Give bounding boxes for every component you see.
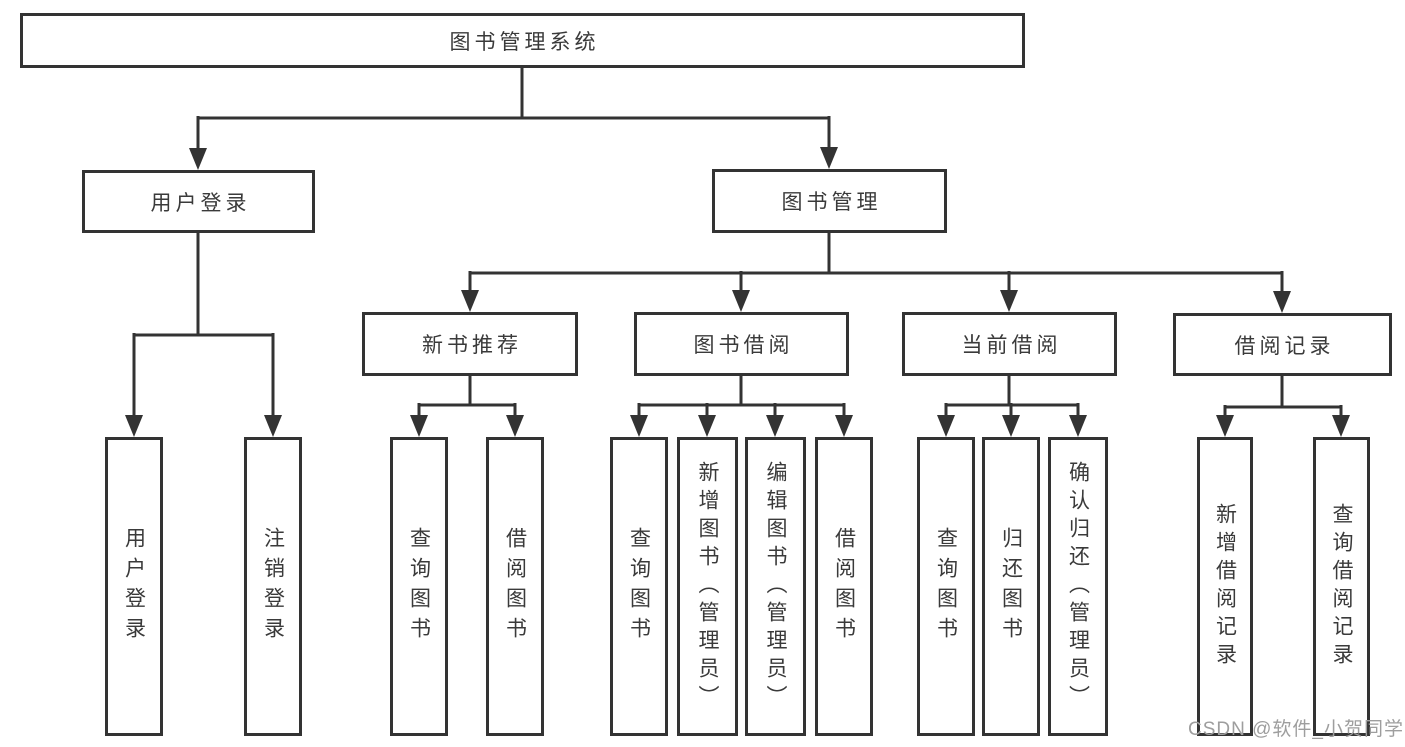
connector-book-borrow-children bbox=[630, 376, 853, 437]
leaf-confirm-return-admin: 确认归还（管理员） bbox=[1048, 437, 1108, 736]
node-user-login: 用户登录 bbox=[82, 170, 315, 233]
leaf-edit-books-admin: 编辑图书（管理员） bbox=[745, 437, 806, 736]
watermark: CSDN @软件_小贺同学 bbox=[1188, 719, 1404, 740]
node-current-borrow: 当前借阅 bbox=[902, 312, 1117, 376]
node-new-book-recommend: 新书推荐 bbox=[362, 312, 578, 376]
leaf-borrow-books-recommend: 借阅图书 bbox=[486, 437, 544, 736]
connector-book-management-children bbox=[461, 233, 1291, 313]
node-borrow-records: 借阅记录 bbox=[1173, 313, 1392, 376]
leaf-add-books-admin: 新增图书（管理员） bbox=[677, 437, 738, 736]
leaf-borrow-books: 借阅图书 bbox=[815, 437, 873, 736]
connector-borrow-records-children bbox=[1216, 376, 1350, 437]
node-root: 图书管理系统 bbox=[20, 13, 1025, 68]
leaf-return-books: 归还图书 bbox=[982, 437, 1040, 736]
connector-current-borrow-children bbox=[937, 376, 1087, 437]
leaf-user-login: 用户登录 bbox=[105, 437, 163, 736]
node-book-borrow: 图书借阅 bbox=[634, 312, 849, 376]
connector-root-to-level2 bbox=[189, 68, 838, 170]
leaf-query-books-recommend: 查询图书 bbox=[390, 437, 448, 736]
connector-user-login-children bbox=[125, 233, 282, 437]
connector-new-book-recommend-children bbox=[410, 376, 524, 437]
leaf-add-borrow-record: 新增借阅记录 bbox=[1197, 437, 1253, 736]
node-book-management: 图书管理 bbox=[712, 169, 947, 233]
leaf-logout: 注销登录 bbox=[244, 437, 302, 736]
leaf-query-books-borrow: 查询图书 bbox=[610, 437, 668, 736]
leaf-query-books-current: 查询图书 bbox=[917, 437, 975, 736]
leaf-query-borrow-record: 查询借阅记录 bbox=[1313, 437, 1370, 736]
